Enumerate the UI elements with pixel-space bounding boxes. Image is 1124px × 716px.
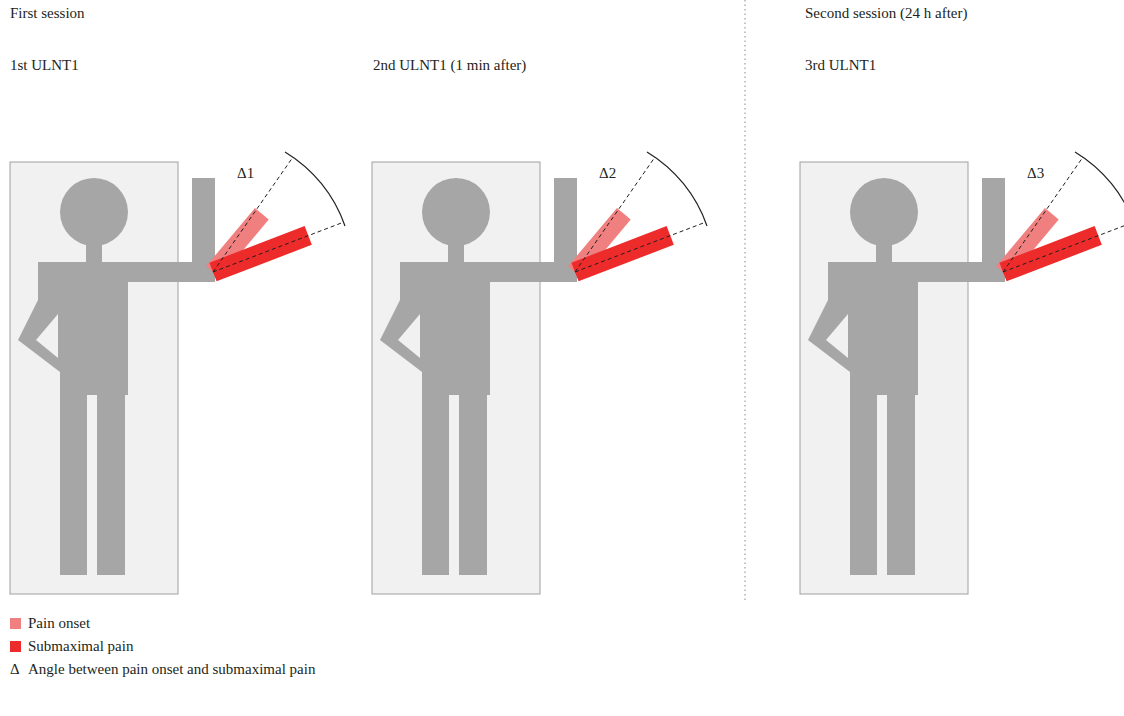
patient-figure xyxy=(800,152,1124,594)
legend-swatch xyxy=(10,618,21,629)
legend-text: Angle between pain onset and submaximal … xyxy=(28,660,315,678)
angle-label: Δ2 xyxy=(599,164,616,182)
angle-label: Δ1 xyxy=(237,164,254,182)
legend-swatch xyxy=(10,641,21,652)
session-heading: First session xyxy=(10,4,85,22)
legend-text: Pain onset xyxy=(28,614,90,632)
legend-symbol: Δ xyxy=(10,660,20,678)
patient-figure xyxy=(10,152,345,594)
session-divider xyxy=(745,0,746,600)
test-label: 2nd ULNT1 (1 min after) xyxy=(373,56,526,74)
test-label: 3rd ULNT1 xyxy=(805,56,876,74)
legend-text: Submaximal pain xyxy=(28,637,133,655)
test-label: 1st ULNT1 xyxy=(10,56,79,74)
patient-figure xyxy=(372,152,707,594)
angle-label: Δ3 xyxy=(1027,164,1044,182)
session-heading: Second session (24 h after) xyxy=(805,4,967,22)
